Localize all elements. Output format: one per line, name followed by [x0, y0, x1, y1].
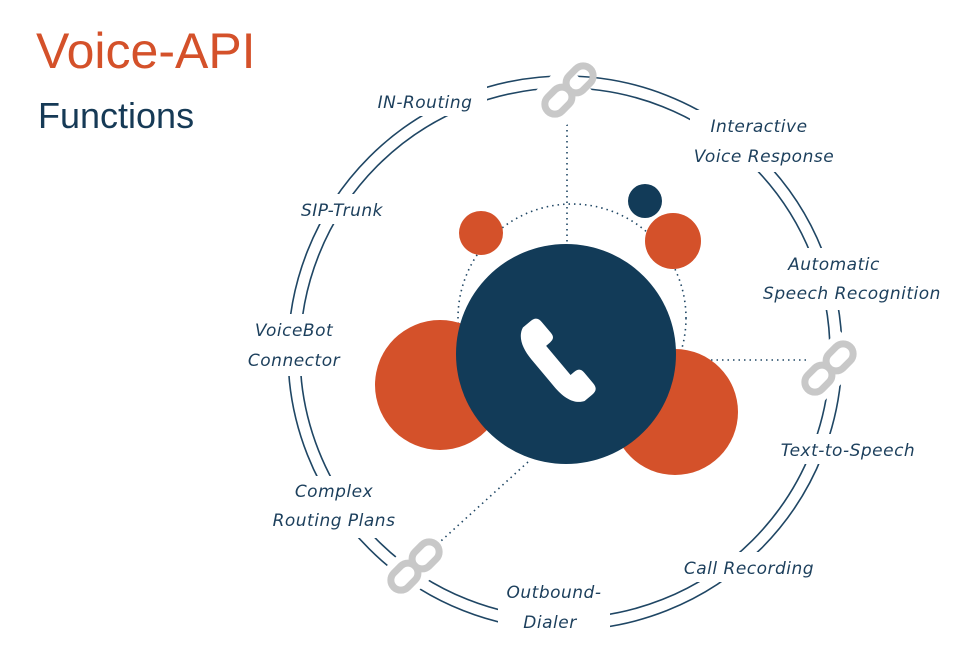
phone-handset-icon	[520, 318, 596, 402]
dotted-inner-circle	[457, 203, 687, 433]
label-ivr-line2: Voice Response	[694, 147, 834, 167]
chain-link-icon-bottom-left	[376, 527, 454, 605]
label-outbound-line2: Dialer	[523, 613, 577, 633]
navy-dot	[628, 184, 662, 218]
label-routing-line1: Complex	[295, 482, 374, 502]
label-routing-line2: Routing Plans	[273, 511, 396, 531]
orange-circle-small-right	[645, 213, 701, 269]
page-title: Voice-API	[36, 23, 256, 79]
orange-circle-small-left	[459, 211, 503, 255]
page-subtitle: Functions	[38, 95, 195, 136]
label-ivr-line1: Interactive	[710, 117, 807, 137]
label-tts: Text-to-Speech	[781, 441, 915, 461]
label-voicebot-line2: Connector	[248, 351, 341, 371]
label-sip-trunk: SIP-Trunk	[301, 201, 384, 221]
label-in-routing: IN-Routing	[378, 93, 473, 113]
chain-link-icon-top	[531, 62, 597, 128]
chain-link-icon-right	[790, 329, 868, 407]
label-voicebot-line1: VoiceBot	[255, 321, 334, 341]
center-circle	[456, 244, 676, 464]
label-outbound-line1: Outbound-	[507, 583, 602, 603]
label-asr-line2: Speech Recognition	[763, 284, 941, 304]
label-call-recording: Call Recording	[684, 559, 814, 579]
label-asr-line1: Automatic	[787, 255, 880, 275]
